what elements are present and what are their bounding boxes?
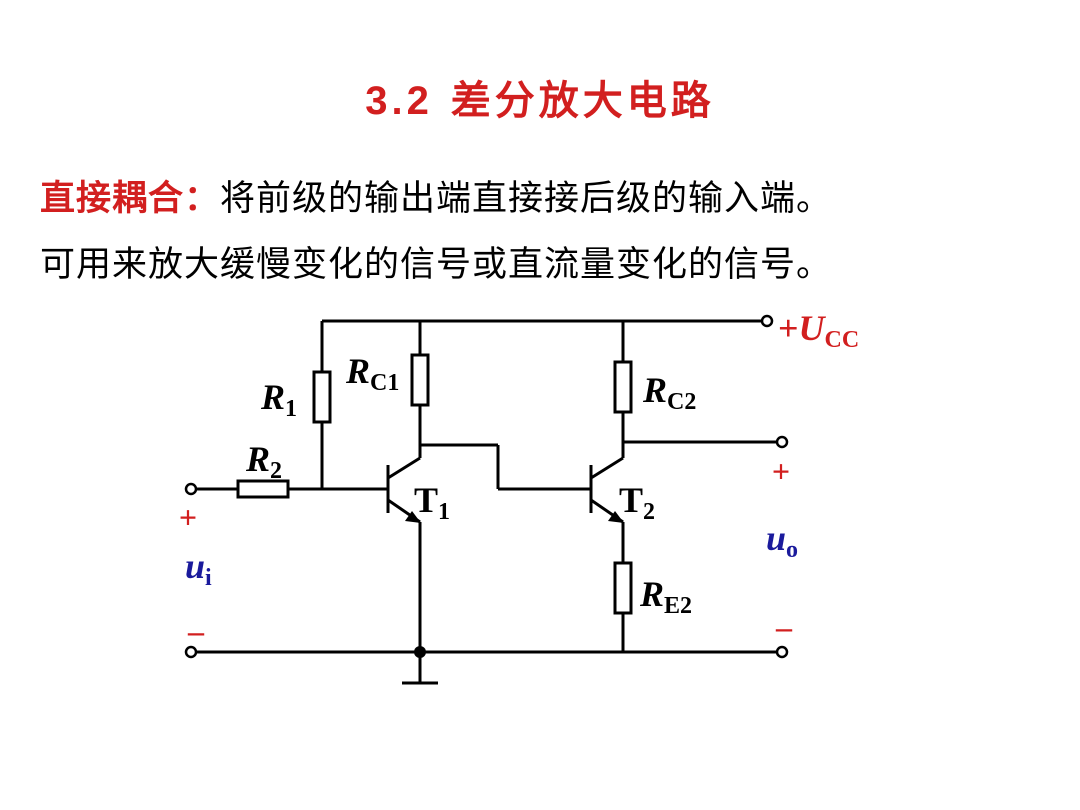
- r1-main: R: [260, 377, 285, 417]
- rc1-main: R: [345, 351, 370, 391]
- t2-sub: 2: [643, 499, 655, 525]
- supply-terminal: [760, 314, 774, 328]
- rc2-label: RC2: [642, 370, 696, 415]
- definition-line: 直接耦合：将前级的输出端直接接后级的输入端。: [40, 170, 832, 221]
- supply-label: +UCC: [778, 308, 859, 353]
- output-terminal-bottom: [775, 645, 789, 659]
- keyword: 直接耦合：: [40, 179, 221, 219]
- t1-emitter-arrow: [405, 511, 421, 523]
- re2-main: R: [639, 574, 664, 614]
- rc2-sub: C2: [667, 389, 696, 415]
- output-plus: +: [772, 453, 790, 489]
- output-sub: o: [786, 537, 798, 563]
- supply-sub: CC: [825, 327, 860, 353]
- output-minus: –: [775, 609, 793, 645]
- r2-sub: 2: [270, 458, 282, 484]
- r1-sub: 1: [285, 396, 297, 422]
- re2-sub: E2: [664, 593, 692, 619]
- resistor-r1: [312, 370, 332, 424]
- rc1-sub: C1: [370, 370, 399, 396]
- output-label: uo: [766, 518, 798, 563]
- slide-title: 3.2 差分放大电路: [0, 68, 1080, 126]
- t1-main: T: [414, 480, 438, 520]
- r2-label: R2: [245, 439, 282, 484]
- input-minus: –: [187, 613, 205, 649]
- resistor-rc2: [613, 360, 633, 414]
- rc1-label: RC1: [345, 351, 399, 396]
- input-sub: i: [205, 565, 212, 591]
- output-main: u: [766, 518, 786, 558]
- r1-label: R1: [260, 377, 297, 422]
- resistor-re2: [613, 561, 633, 615]
- ground-junction: [414, 646, 426, 658]
- input-terminal-bottom: [184, 645, 198, 659]
- t1-label: T1: [414, 480, 450, 525]
- t2-emitter-arrow: [608, 511, 624, 523]
- title-text: 差分放大电路: [450, 78, 715, 124]
- re2-label: RE2: [639, 574, 692, 619]
- input-terminal-top: [184, 482, 198, 496]
- input-plus: +: [179, 499, 197, 535]
- t2-main: T: [619, 480, 643, 520]
- title-number: 3.2: [365, 79, 433, 123]
- input-main: u: [185, 546, 205, 586]
- t1-sub: 1: [438, 499, 450, 525]
- supply-symbol: U: [799, 308, 827, 348]
- usage-line: 可用来放大缓慢变化的信号或直流量变化的信号。: [40, 245, 833, 285]
- output-terminal-top: [775, 435, 789, 449]
- definition-text: 将前级的输出端直接接后级的输入端。: [220, 179, 833, 219]
- t2-label: T2: [619, 480, 655, 525]
- supply-plus: +: [778, 308, 799, 348]
- r2-main: R: [245, 439, 270, 479]
- resistor-rc1: [410, 353, 430, 407]
- input-label: ui: [185, 546, 212, 591]
- wires: [197, 319, 778, 685]
- resistor-r2: [236, 479, 290, 499]
- rc2-main: R: [642, 370, 667, 410]
